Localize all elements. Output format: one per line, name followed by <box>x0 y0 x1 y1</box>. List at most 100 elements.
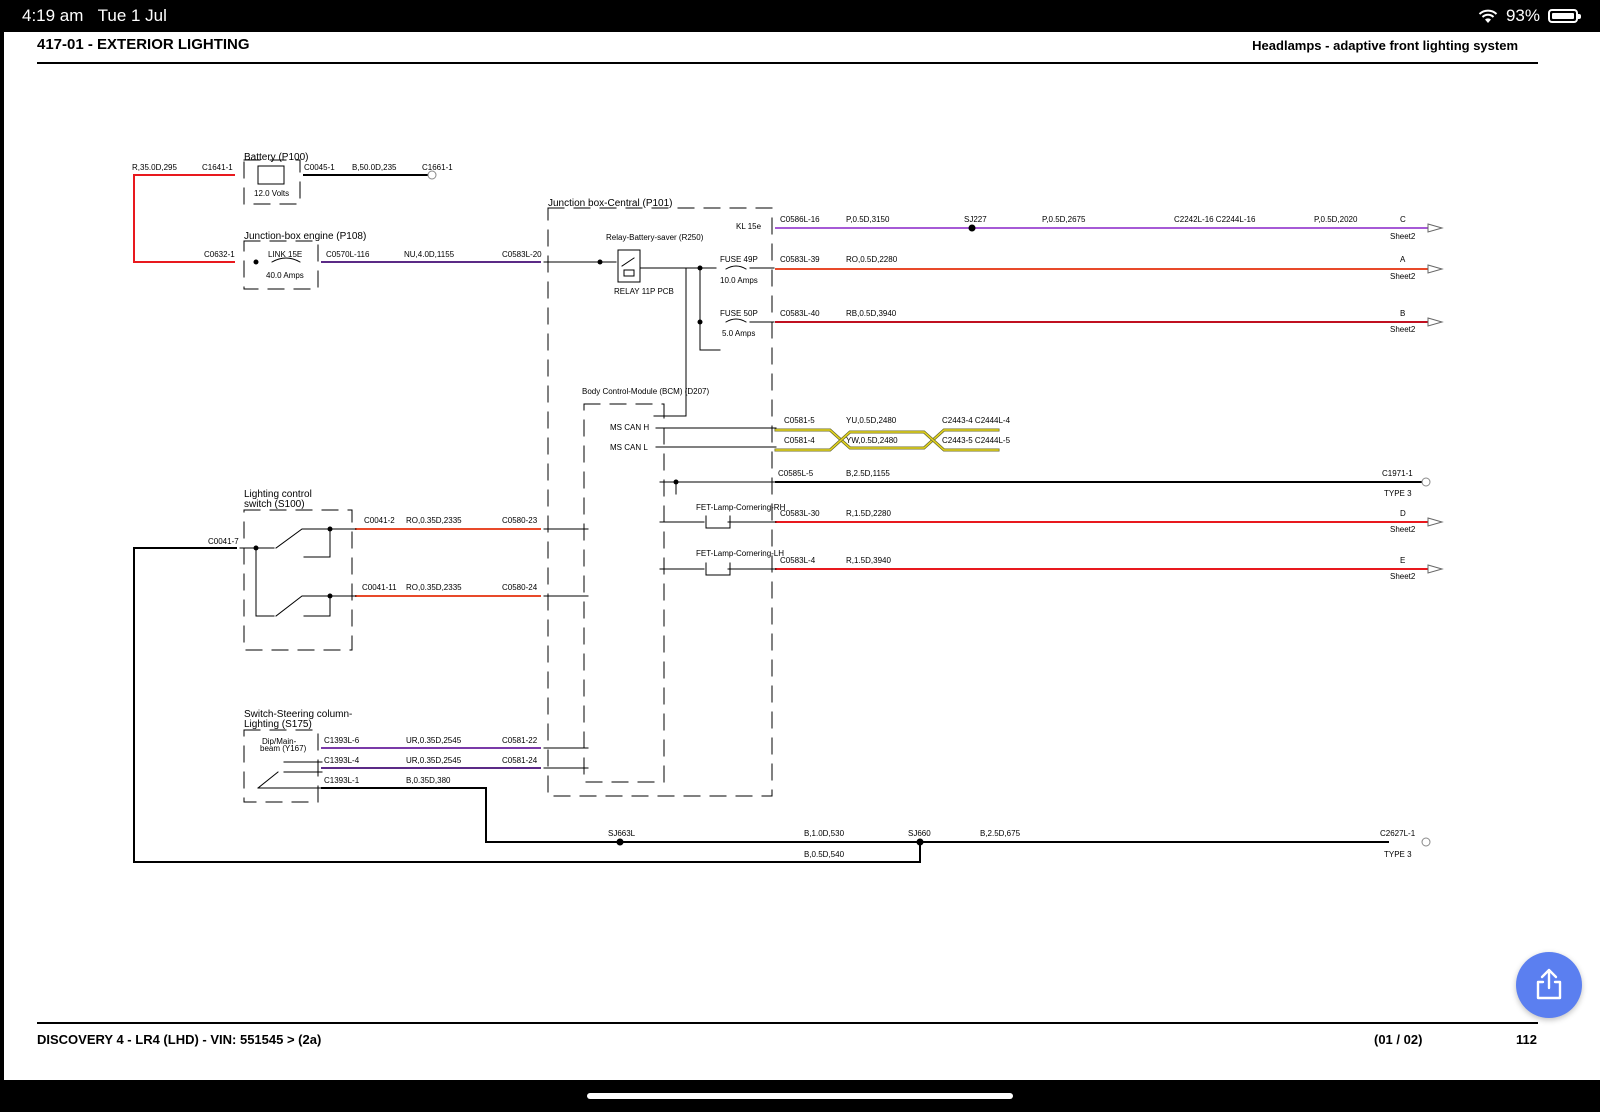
connector-label: C1661-1 <box>422 163 453 172</box>
connector-label: C0585L-5 <box>778 469 814 478</box>
sheet-link[interactable]: Sheet2 <box>1390 572 1416 581</box>
battery-title: Battery (P100) <box>244 152 308 163</box>
connector-label: C0045-1 <box>304 163 335 172</box>
connector-label: C0041-11 <box>362 583 397 592</box>
wire-label: R,1.5D,2280 <box>846 509 891 518</box>
header-rule <box>37 62 1538 64</box>
dest-label: C <box>1400 215 1406 224</box>
battery-icon <box>1548 9 1581 23</box>
wire-label: P,0.5D,2675 <box>1042 215 1086 224</box>
wiring-diagram: Battery (P100) R,35.0D,295 C1641-1 C0045… <box>132 152 1444 863</box>
connector-label: C1641-1 <box>202 163 233 172</box>
dip-label: beam (Y167) <box>260 744 307 753</box>
jb-engine-title: Junction-box engine (P108) <box>244 231 366 242</box>
sheet-link[interactable]: Sheet2 <box>1390 325 1416 334</box>
fuse-label: FUSE 50P <box>720 309 758 318</box>
wire-label: YU,0.5D,2480 <box>846 416 897 425</box>
battery-percent: 93% <box>1505 6 1540 25</box>
wire-label: B,50.0D,235 <box>352 163 397 172</box>
connector-label: C1393L-6 <box>324 736 360 745</box>
footer-vehicle: DISCOVERY 4 - LR4 (LHD) - VIN: 551545 > … <box>37 1032 322 1047</box>
wire-label: RO,0.35D,2335 <box>406 516 462 525</box>
sheet-link[interactable]: Sheet2 <box>1390 272 1416 281</box>
relay-note: RELAY 11P PCB <box>614 287 674 296</box>
sheet-link[interactable]: Sheet2 <box>1390 525 1416 534</box>
steering-title: Lighting (S175) <box>244 719 312 730</box>
connector-label: C2443-4 C2444L-4 <box>942 416 1011 425</box>
home-indicator-bar <box>0 1080 1600 1112</box>
connector-label: C0570L-116 <box>326 250 370 259</box>
wire-label: RO,0.5D,2280 <box>846 255 898 264</box>
can-label: MS CAN L <box>610 443 648 452</box>
sheet-link[interactable]: Sheet2 <box>1390 232 1416 241</box>
connector-label: C0580-23 <box>502 516 538 525</box>
wire-label: UR,0.35D,2545 <box>406 756 462 765</box>
connector-label: C1393L-1 <box>324 776 360 785</box>
document-page: 417-01 - EXTERIOR LIGHTING Headlamps - a… <box>4 32 1600 1080</box>
wire-label: B,0.35D,380 <box>406 776 451 785</box>
jb-central-title: Junction box-Central (P101) <box>548 198 673 209</box>
connector-label: C0632-1 <box>204 250 235 259</box>
splice-label: SJ227 <box>964 215 987 224</box>
wire-label: NU,4.0D,1155 <box>404 250 455 259</box>
connector-label: C0581-5 <box>784 416 815 425</box>
wire-label: B,1.0D,530 <box>804 829 845 838</box>
dest-label: A <box>1400 255 1406 264</box>
fet-label: FET-Lamp-Cornering-LH <box>696 549 784 558</box>
connector-label: C2242L-16 C2244L-16 <box>1174 215 1256 224</box>
status-right: 93% <box>1478 6 1581 26</box>
can-label: MS CAN H <box>610 423 649 432</box>
connector-label: C0581-24 <box>502 756 538 765</box>
rating-label: 10.0 Amps <box>720 276 758 285</box>
connector-label: C0581-4 <box>784 436 815 445</box>
relay-label: Relay-Battery-saver (R250) <box>606 233 704 242</box>
wire-label: B,0.5D,540 <box>804 850 845 859</box>
splice-label: SJ663L <box>608 829 636 838</box>
connector-label: C0041-2 <box>364 516 395 525</box>
footer-page-of: (01 / 02) <box>1374 1032 1423 1047</box>
connector-label: C0041-7 <box>208 537 239 546</box>
footer-rule <box>37 1022 1538 1024</box>
wire-label: P,0.5D,3150 <box>846 215 890 224</box>
page-title: Headlamps - adaptive front lighting syst… <box>1252 38 1518 53</box>
wire-label: RO,0.35D,2335 <box>406 583 462 592</box>
wire-label: R,35.0D,295 <box>132 163 177 172</box>
splice-label: SJ660 <box>908 829 931 838</box>
connector-label: C1971-1 <box>1382 469 1413 478</box>
wire-label: RB,0.5D,3940 <box>846 309 897 318</box>
lcs-title: switch (S100) <box>244 499 305 510</box>
steering-title: Switch-Steering column- <box>244 709 352 720</box>
lcs-title: Lighting control <box>244 489 312 500</box>
dest-label: B <box>1400 309 1405 318</box>
connector-label: C0586L-16 <box>780 215 820 224</box>
status-time: 4:19 am Tue 1 Jul <box>22 6 167 25</box>
connector-label: C0583L-39 <box>780 255 820 264</box>
dest-label: D <box>1400 509 1406 518</box>
connector-label: C0583L-4 <box>780 556 816 565</box>
share-icon <box>1536 968 1562 1000</box>
wifi-icon <box>1478 9 1498 23</box>
dest-label: E <box>1400 556 1405 565</box>
section-title: 417-01 - EXTERIOR LIGHTING <box>37 36 250 53</box>
connector-label: C0580-24 <box>502 583 538 592</box>
fet-label: FET-Lamp-Cornering-RH <box>696 503 786 512</box>
voltage-label: 12.0 Volts <box>254 189 289 198</box>
wire-label: R,1.5D,3940 <box>846 556 891 565</box>
fuse-label: FUSE 49P <box>720 255 758 264</box>
wire-label: UR,0.35D,2545 <box>406 736 462 745</box>
rating-label: 5.0 Amps <box>722 329 755 338</box>
type-label: TYPE 3 <box>1384 850 1412 859</box>
home-indicator[interactable] <box>587 1093 1013 1099</box>
connector-label: C0583L-30 <box>780 509 820 518</box>
wire-label: YW,0.5D,2480 <box>846 436 898 445</box>
wire-label: B,2.5D,1155 <box>846 469 890 478</box>
wire-label: P,0.5D,2020 <box>1314 215 1358 224</box>
connector-label: C0583L-20 <box>502 250 542 259</box>
connector-label: C2443-5 C2444L-5 <box>942 436 1011 445</box>
rating-label: 40.0 Amps <box>266 271 304 280</box>
bcm-label: Body Control-Module (BCM) (D207) <box>582 387 709 396</box>
connector-label: C1393L-4 <box>324 756 360 765</box>
link-label: LINK 15E <box>268 250 302 259</box>
share-button[interactable] <box>1516 952 1582 1018</box>
type-label: TYPE 3 <box>1384 489 1412 498</box>
